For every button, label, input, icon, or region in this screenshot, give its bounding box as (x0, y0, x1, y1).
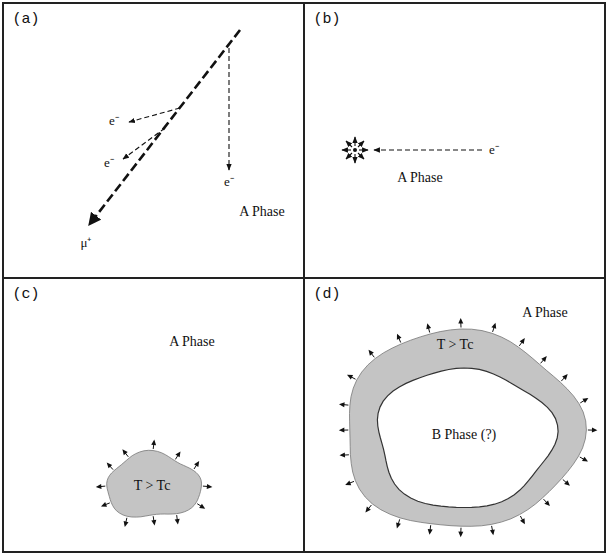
muon-track (89, 30, 240, 225)
phase-region: T > Tc (100, 450, 206, 522)
phase-label: A Phase (169, 334, 215, 350)
electron-label: e⁻ (224, 175, 234, 190)
figure-panel: (c) A Phase T > Tc (2, 277, 305, 553)
panel-letter: (a) (12, 11, 39, 28)
electron-label: e⁻ (489, 143, 499, 158)
figure-panel: (d) A Phase T > Tc B Phase (?) (303, 277, 606, 553)
phase-label: A Phase (522, 305, 568, 321)
panel-letter: (c) (12, 286, 39, 303)
electron-label: e⁻ (109, 114, 119, 129)
electron-track (123, 128, 165, 159)
phase-region: B Phase (?) (369, 363, 559, 513)
region-label: T > Tc (437, 337, 474, 353)
region-label: B Phase (?) (432, 427, 497, 443)
electron-track (228, 48, 229, 170)
electron-track (374, 149, 482, 150)
phase-label: A Phase (239, 204, 285, 220)
energy-burst (342, 137, 368, 163)
muon-label: μ⁺ (81, 236, 92, 251)
panel-letter: (b) (313, 11, 340, 28)
figure-panel: (b) A Phase (303, 2, 606, 279)
phase-label: A Phase (397, 170, 443, 186)
phase-region: T > Tc B Phase (?) (335, 325, 587, 535)
panel-letter: (d) (313, 286, 340, 303)
figure-panel: (a) A Phase (2, 2, 305, 279)
region-label: T > Tc (134, 478, 171, 494)
electron-label: e⁻ (104, 156, 114, 171)
electron-track (129, 108, 180, 122)
